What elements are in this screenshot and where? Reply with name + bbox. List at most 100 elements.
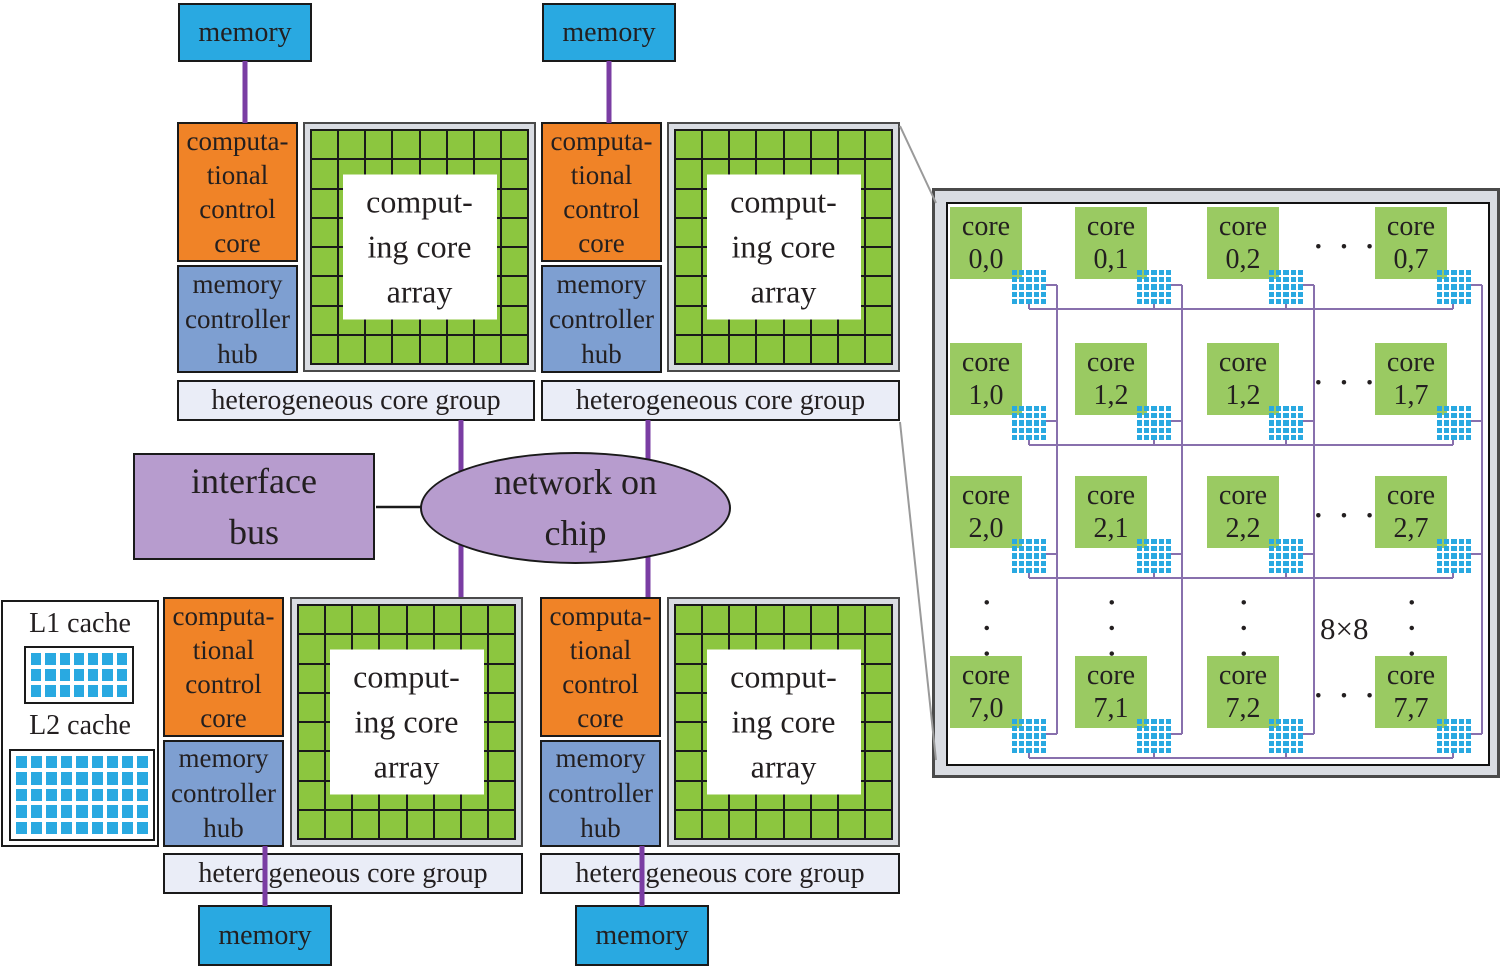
- router-dot: [1297, 270, 1303, 276]
- router-dot: [1158, 291, 1164, 297]
- router-dot: [1019, 420, 1025, 426]
- router-dot: [1444, 298, 1450, 304]
- array-cell: [434, 606, 460, 634]
- array-cell: [865, 752, 891, 780]
- array-cell: [757, 810, 783, 838]
- router-dot: [1276, 277, 1282, 283]
- router-dot: [1283, 420, 1289, 426]
- router-dot: [1290, 277, 1296, 283]
- router-dot: [1444, 291, 1450, 297]
- array-cell: [312, 277, 338, 305]
- router-dot: [1465, 413, 1471, 419]
- router-dot: [1297, 298, 1303, 304]
- cache-block: [136, 772, 148, 785]
- router-dot: [1290, 434, 1296, 440]
- router-dot: [1444, 546, 1450, 552]
- array-cell: [380, 810, 406, 838]
- router-dot: [1033, 553, 1039, 559]
- router-dot: [1451, 747, 1457, 753]
- router-dot: [1290, 284, 1296, 290]
- ellipsis-dots-vertical: ···: [1090, 596, 1132, 673]
- router-dot: [1451, 546, 1457, 552]
- router-dot: [1290, 270, 1296, 276]
- router-dot: [1276, 567, 1282, 573]
- router-dot: [1040, 427, 1046, 433]
- router-dot: [1012, 726, 1018, 732]
- router-dot: [1269, 539, 1275, 545]
- router-dot: [1137, 733, 1143, 739]
- router-dot: [1019, 270, 1025, 276]
- router-dot: [1437, 719, 1443, 725]
- router-dot: [1465, 420, 1471, 426]
- router-dot: [1451, 291, 1457, 297]
- router-dot: [1144, 726, 1150, 732]
- cache-block: [88, 685, 99, 697]
- cache-block: [31, 653, 42, 665]
- array-cell: [447, 335, 473, 363]
- router-dot: [1283, 719, 1289, 725]
- router-dot: [1165, 719, 1171, 725]
- router-dot: [1012, 277, 1018, 283]
- router-dot: [1283, 740, 1289, 746]
- array-cell: [865, 218, 891, 246]
- router-dot: [1465, 298, 1471, 304]
- router-dot: [1040, 726, 1046, 732]
- router-icon: [1437, 539, 1471, 573]
- cache-block: [76, 756, 88, 769]
- cache-block: [106, 788, 118, 802]
- router-dot: [1269, 434, 1275, 440]
- array-cell: [784, 606, 810, 634]
- array-cell: [299, 752, 325, 780]
- router-dot: [1151, 434, 1157, 440]
- router-dot: [1019, 740, 1025, 746]
- array-cell: [703, 335, 729, 363]
- cache-block: [16, 788, 28, 802]
- router-dot: [1283, 291, 1289, 297]
- router-dot: [1444, 406, 1450, 412]
- router-dot: [1458, 413, 1464, 419]
- router-dot: [1144, 284, 1150, 290]
- router-dot: [1137, 567, 1143, 573]
- l1-cache-label: L1 cache: [29, 608, 131, 639]
- array-cell: [676, 781, 702, 809]
- router-dot: [1444, 567, 1450, 573]
- router-dot: [1019, 406, 1025, 412]
- router-dot: [1269, 427, 1275, 433]
- ellipsis-dots-horizontal: ···: [1312, 495, 1389, 537]
- router-dot: [1283, 733, 1289, 739]
- router-dot: [1297, 427, 1303, 433]
- router-dot: [1019, 291, 1025, 297]
- ellipsis-dots-horizontal: ···: [1312, 675, 1389, 717]
- router-dot: [1283, 277, 1289, 283]
- array-cell: [676, 189, 702, 217]
- router-dot: [1151, 553, 1157, 559]
- router-dot: [1012, 539, 1018, 545]
- cache-block: [61, 805, 73, 818]
- router-dot: [1165, 434, 1171, 440]
- router-dot: [1012, 747, 1018, 753]
- router-dot: [1033, 434, 1039, 440]
- router-dot: [1019, 539, 1025, 545]
- array-cell: [838, 810, 864, 838]
- router-dot: [1026, 733, 1032, 739]
- router-dot: [1269, 567, 1275, 573]
- router-dot: [1033, 277, 1039, 283]
- router-dot: [1144, 277, 1150, 283]
- router-icon: [1437, 719, 1471, 753]
- cache-block: [45, 653, 56, 665]
- array-cell: [488, 781, 514, 809]
- router-dot: [1458, 726, 1464, 732]
- router-dot: [1033, 567, 1039, 573]
- router-dot: [1437, 560, 1443, 566]
- array-cell: [811, 606, 837, 634]
- array-cell: [757, 131, 783, 159]
- heterogeneous-core-group-bar: heterogeneous core group: [163, 853, 523, 894]
- array-cell: [326, 606, 352, 634]
- array-cell: [865, 810, 891, 838]
